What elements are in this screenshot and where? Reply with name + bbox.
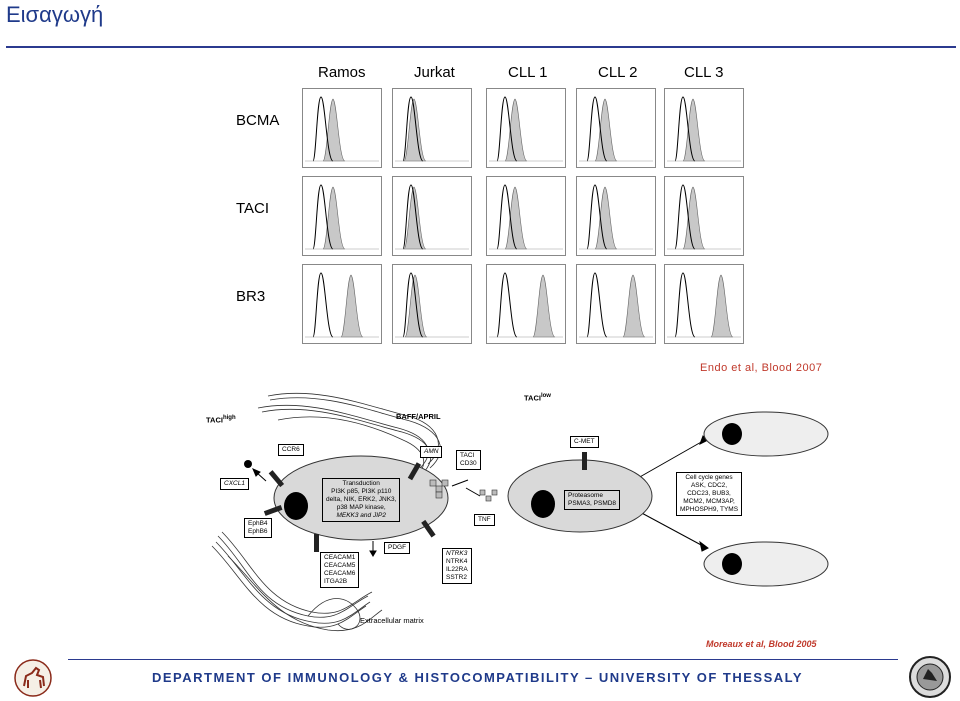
histogram-panel — [664, 264, 744, 344]
column-header-ramos: Ramos — [318, 64, 366, 81]
daughter-cell-bottom — [703, 541, 829, 587]
taci-high-nucleus — [284, 492, 308, 520]
histogram-panel — [392, 264, 472, 344]
cmet-box: C-MET — [570, 436, 599, 448]
histogram-panel — [576, 88, 656, 168]
histogram-panel — [486, 264, 566, 344]
row-header-bcma: BCMA — [236, 112, 280, 129]
cxcl1-box: CXCL1 — [220, 478, 249, 490]
row-header-taci: TACI — [236, 200, 270, 217]
histogram-panel — [576, 176, 656, 256]
flow-cytometry-figure: Ramos Jurkat CLL 1 CLL 2 CLL 3 BCMA TACI… — [236, 58, 796, 358]
histogram-panel — [664, 176, 744, 256]
row-header-br3: BR3 — [236, 288, 266, 305]
histogram-panel — [302, 176, 382, 256]
tnf-box: TNF — [474, 514, 495, 526]
centaur-logo — [14, 659, 52, 697]
citation-moreaux: Moreaux et al, Blood 2005 — [706, 639, 817, 649]
histogram-panel — [302, 88, 382, 168]
taci-high-label: TACIhigh — [206, 415, 236, 425]
cxcl1-dot — [244, 460, 252, 468]
amn-box: AMN — [420, 446, 443, 458]
histogram-panel — [486, 176, 566, 256]
column-header-jurkat: Jurkat — [414, 64, 455, 81]
transduction-box: Transduction PI3K p85, PI3K p110 delta, … — [322, 478, 401, 522]
extracellular-matrix-label: Extracellular matrix — [360, 616, 424, 625]
taci-low-nucleus — [531, 490, 555, 518]
pdgf-box: PDGF — [384, 542, 411, 554]
column-header-cll2: CLL 2 — [598, 64, 638, 81]
taci-low-label: TACIlow — [524, 393, 551, 403]
fibers-bottom — [211, 531, 383, 632]
university-seal-logo — [909, 656, 951, 698]
histogram-panel — [302, 264, 382, 344]
footer-divider — [68, 659, 898, 660]
title-divider — [6, 46, 956, 48]
histogram-panel — [664, 88, 744, 168]
cell-cycle-box: Cell cycle genes ASK, CDC2, CDC23, BUB3,… — [676, 472, 743, 516]
histogram-panel — [486, 88, 566, 168]
citation-endo: Endo et al, Blood 2007 — [700, 362, 823, 374]
diagram-drawing — [211, 392, 829, 632]
histogram-panel — [392, 176, 472, 256]
histogram-panel — [392, 88, 472, 168]
ccr6-box: CCR6 — [278, 444, 304, 456]
daughter-cell-top — [703, 411, 829, 457]
slide-title: Εισαγωγή — [6, 2, 104, 27]
column-header-cll1: CLL 1 — [508, 64, 548, 81]
footer-text: DEPARTMENT OF IMMUNOLOGY & HISTOCOMPATIB… — [152, 670, 804, 685]
histogram-panel — [576, 264, 656, 344]
baff-april-label: BAFF/APRIL — [396, 412, 441, 421]
column-header-cll3: CLL 3 — [684, 64, 724, 81]
taci-signaling-diagram: TACIhigh TACIlow BAFF/APRIL CCR6 CXCL1 E… — [198, 386, 838, 656]
